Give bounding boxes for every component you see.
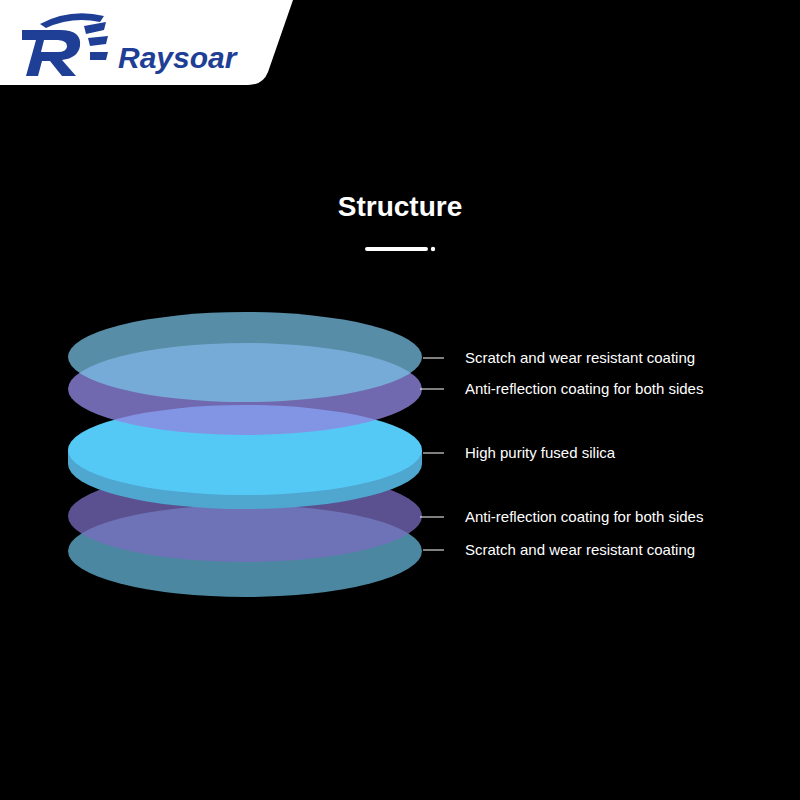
top-scratch-coating: [68, 312, 422, 402]
logo-mark: [22, 13, 108, 76]
layer-label: Anti-reflection coating for both sides: [465, 508, 703, 526]
layer-label: Scratch and wear resistant coating: [465, 349, 695, 367]
title-underline: [365, 247, 428, 251]
layer-label: Scratch and wear resistant coating: [465, 541, 695, 559]
layer-label: Anti-reflection coating for both sides: [465, 380, 703, 398]
leader-line: [423, 550, 444, 551]
logo-stripe: [88, 36, 108, 46]
diagram-title: Structure: [0, 191, 800, 223]
logo-stripe: [84, 22, 106, 34]
brand-name: Raysoar: [118, 40, 236, 76]
title-underline-dot: [431, 247, 435, 251]
leader-line: [423, 453, 444, 454]
leader-line: [423, 358, 444, 359]
logo-panel: [0, 0, 293, 85]
logo-r-hole: [41, 40, 67, 52]
leader-line: [420, 517, 444, 518]
logo-r: [22, 30, 80, 76]
leader-lines: [420, 358, 444, 550]
layer-label: High purity fused silica: [465, 444, 615, 462]
logo-stripe: [90, 52, 108, 60]
leader-line: [420, 389, 444, 390]
